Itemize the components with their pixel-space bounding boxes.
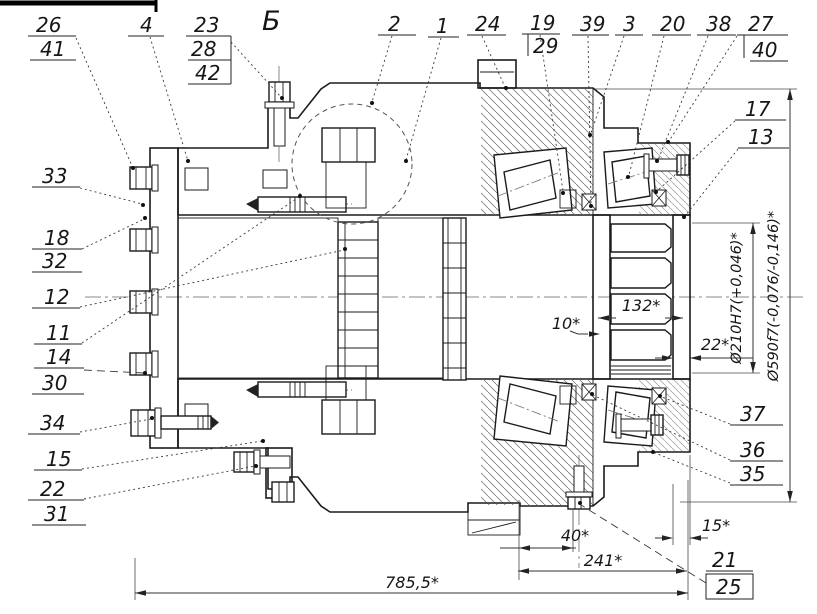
callout-33: 33 — [42, 164, 67, 188]
bearing-upper-main — [493, 147, 573, 219]
callout-14: 14 — [46, 345, 71, 369]
callout-15: 15 — [46, 447, 71, 471]
callout-20: 20 — [660, 12, 685, 36]
callout-34: 34 — [40, 411, 65, 435]
dimension-texts: 132* 10* 22* 40* 241* 15* 785,5* Ø210H7(… — [385, 211, 782, 592]
callout-23: 23 — [194, 13, 219, 37]
callout-3: 3 — [623, 12, 636, 36]
bottom-plate — [467, 502, 521, 536]
callout-19: 19 — [530, 11, 555, 35]
dim-22: 22* — [701, 335, 729, 354]
callout-12: 12 — [44, 285, 69, 309]
dim-rim-diameter: Ø590f7(-0,076/-0,146)* — [766, 211, 782, 382]
callout-underlines — [28, 33, 789, 600]
hex-bolt — [129, 226, 159, 254]
lower-left-stud — [233, 449, 295, 503]
internal-cavity — [177, 217, 467, 381]
long-bolt — [130, 407, 219, 439]
callout-25-box — [705, 573, 754, 600]
bearing-upper-outer — [603, 147, 657, 209]
callout-21: 21 — [712, 548, 737, 572]
callout-38: 38 — [706, 12, 731, 36]
callout-40: 40 — [752, 38, 777, 62]
callout-26: 26 — [36, 13, 61, 37]
hex-bolt — [129, 350, 159, 378]
callout-2: 2 — [388, 12, 401, 36]
callout-32: 32 — [42, 249, 67, 273]
callout-13: 13 — [748, 125, 773, 149]
flange-bolts-left — [129, 164, 219, 439]
callout-31: 31 — [44, 502, 69, 526]
hex-bolt — [129, 288, 159, 316]
gear-rim — [592, 214, 691, 380]
view-label-B: Б — [262, 6, 281, 37]
planet-pin-assembly — [246, 127, 376, 435]
callout-numbers: Б 26 41 4 23 28 42 2 1 24 19 29 39 3 20 … — [36, 6, 777, 599]
hex-bolt — [129, 164, 159, 192]
bearing-lower-outer — [603, 385, 657, 447]
callout-1: 1 — [436, 14, 449, 38]
callout-17: 17 — [745, 97, 771, 121]
callout-28: 28 — [191, 37, 216, 61]
detail-circle-B — [291, 103, 413, 225]
callout-37: 37 — [740, 402, 766, 426]
dim-132: 132* — [622, 296, 661, 315]
dim-15: 15* — [702, 516, 730, 535]
callout-leaders — [75, 34, 739, 584]
callout-25: 25 — [716, 575, 741, 599]
sun-shaft-spline — [442, 217, 467, 381]
callout-27: 27 — [748, 12, 774, 36]
callout-39: 39 — [580, 12, 605, 36]
dim-241: 241* — [584, 551, 623, 570]
frame-corner — [0, 0, 158, 12]
callout-24: 24 — [475, 12, 500, 36]
callout-29: 29 — [533, 34, 558, 58]
dimension-graphics — [134, 88, 797, 600]
callout-35: 35 — [740, 462, 765, 486]
callout-41: 41 — [40, 37, 65, 61]
dim-bore-diameter: Ø210H7(+0,046)* — [729, 232, 745, 364]
callout-4: 4 — [140, 13, 153, 37]
top-filler-boss — [477, 59, 517, 89]
bottom-bolt — [565, 465, 593, 510]
callout-11: 11 — [46, 321, 71, 345]
callout-22: 22 — [40, 477, 65, 501]
callout-18: 18 — [44, 226, 69, 250]
dim-40: 40* — [561, 526, 589, 545]
bearing-lower-main — [493, 375, 573, 447]
callout-36: 36 — [740, 438, 765, 462]
cover-bolt-upper — [643, 153, 690, 179]
dim-10: 10* — [552, 314, 580, 333]
ring-gear-teeth — [337, 221, 379, 379]
callout-30: 30 — [42, 371, 67, 395]
callout-42: 42 — [195, 61, 220, 85]
cover-bolt-lower — [615, 413, 664, 439]
top-bolt — [264, 81, 295, 147]
dim-overall-length: 785,5* — [385, 573, 439, 592]
